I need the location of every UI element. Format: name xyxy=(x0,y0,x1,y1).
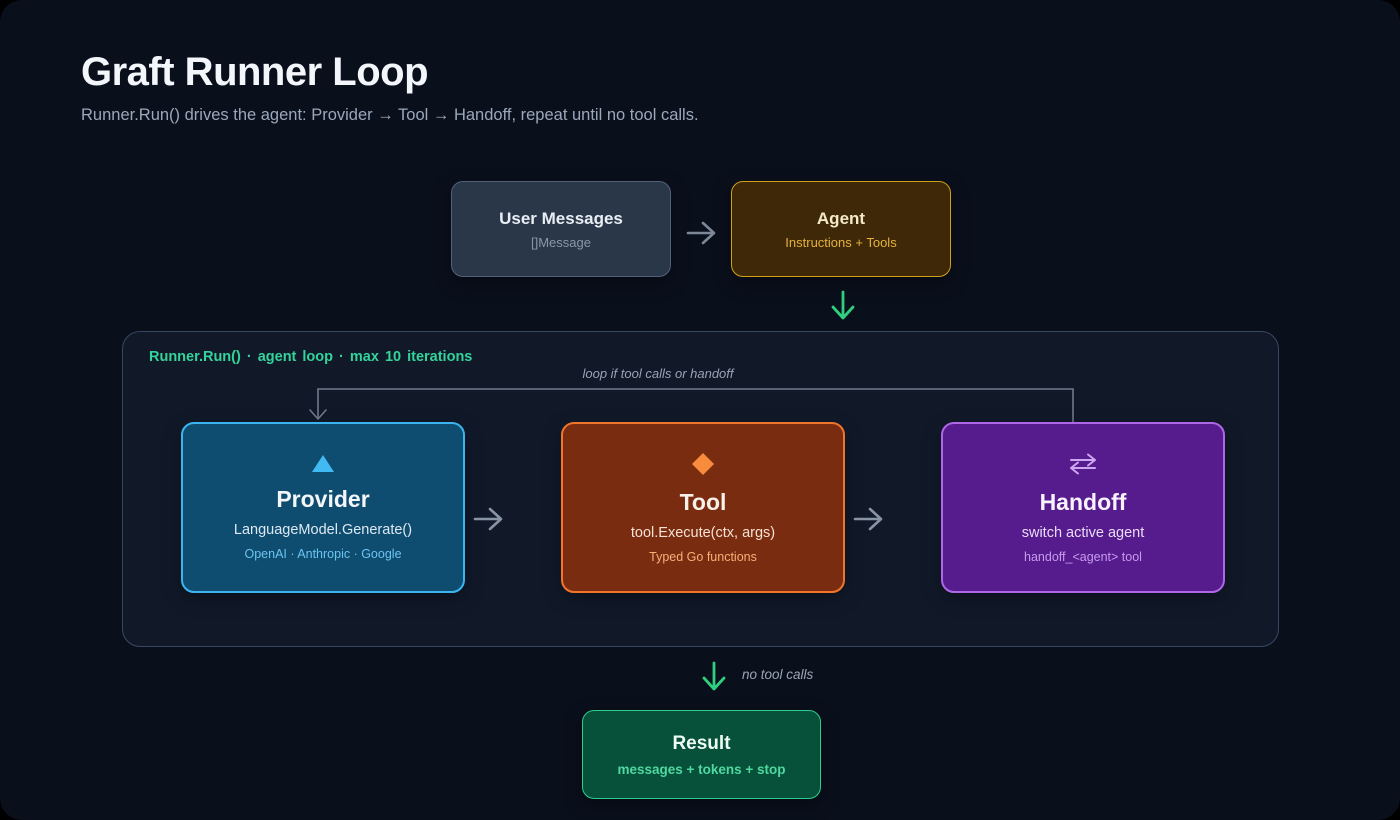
diamond-icon xyxy=(692,452,714,475)
result-title: Result xyxy=(672,732,731,754)
tool-title: Tool xyxy=(679,488,727,515)
exit-condition-note: no tool calls xyxy=(742,667,814,682)
user-messages-title: User Messages xyxy=(499,208,623,228)
tool-line1: tool.Execute(ctx, args) xyxy=(630,524,776,541)
handoff-title: Handoff xyxy=(1039,488,1127,515)
provider-node: Provider LanguageModel.Generate() OpenAI… xyxy=(181,422,465,593)
loop-back-connector xyxy=(309,388,1074,422)
provider-line2: OpenAI · Anthropic · Google xyxy=(244,547,402,561)
page-title: Graft Runner Loop xyxy=(81,50,429,94)
tool-node: Tool tool.Execute(ctx, args) Typed Go fu… xyxy=(561,422,845,593)
arrow-right-icon xyxy=(853,507,883,531)
agent-subtitle: Instructions + Tools xyxy=(785,234,897,250)
tool-line2: Typed Go functions xyxy=(649,549,757,564)
handoff-line2: handoff_<agent> tool xyxy=(1024,549,1142,564)
provider-title: Provider xyxy=(276,486,370,512)
arrow-right-icon xyxy=(473,507,503,531)
agent-title: Agent xyxy=(816,208,866,228)
provider-line1: LanguageModel.Generate() xyxy=(233,522,413,538)
swap-arrows-icon xyxy=(1070,453,1096,474)
handoff-line1: switch active agent xyxy=(1021,524,1145,541)
handoff-node: Handoff switch active agent handoff_<age… xyxy=(941,422,1225,593)
loop-condition-note: loop if tool calls or handoff xyxy=(582,366,734,381)
result-subtitle: messages + tokens + stop xyxy=(617,761,786,777)
triangle-icon xyxy=(312,455,334,472)
runner-loop-label: Runner.Run() · agent loop · max 10 itera… xyxy=(149,349,473,365)
agent-node: Agent Instructions + Tools xyxy=(731,181,951,277)
runner-loop-panel: Runner.Run() · agent loop · max 10 itera… xyxy=(122,331,1279,647)
arrow-down-icon xyxy=(831,290,855,320)
result-node: Result messages + tokens + stop xyxy=(582,710,821,799)
user-messages-node: User Messages []Message xyxy=(451,181,671,277)
arrow-down-icon xyxy=(702,661,726,691)
user-messages-subtitle: []Message xyxy=(531,234,591,250)
page-subtitle: Runner.Run() drives the agent: Provider … xyxy=(81,106,699,124)
arrow-right-icon xyxy=(686,221,716,245)
